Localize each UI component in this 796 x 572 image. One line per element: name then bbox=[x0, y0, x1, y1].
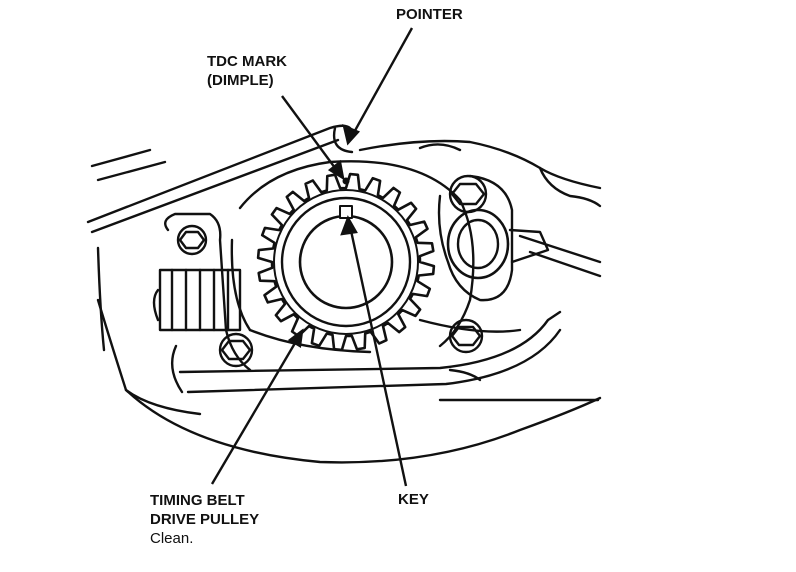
hoses bbox=[170, 234, 602, 394]
tdc-arrowhead bbox=[327, 159, 345, 181]
leader-pulley bbox=[210, 337, 300, 485]
leader-lines bbox=[210, 27, 414, 487]
label-tdc-mark: TDC MARK (DIMPLE) bbox=[207, 52, 287, 90]
crankshaft-key bbox=[339, 205, 353, 219]
label-pointer: POINTER bbox=[396, 6, 463, 23]
label-pulley-line1: TIMING BELT bbox=[150, 492, 245, 509]
label-timing-belt-drive-pulley: TIMING BELT DRIVE PULLEY Clean. bbox=[150, 491, 259, 548]
pulley-arrowhead bbox=[287, 328, 304, 348]
leader-pointer bbox=[350, 27, 414, 137]
crankshaft-hub bbox=[280, 196, 412, 328]
key-arrowhead bbox=[340, 215, 358, 236]
bolt-upper-left bbox=[176, 224, 208, 256]
label-key: KEY bbox=[398, 491, 429, 508]
bolt-lower-left bbox=[218, 332, 254, 368]
timing-belt-drive-pulley bbox=[256, 172, 436, 352]
label-pulley-line2: DRIVE PULLEY bbox=[150, 511, 260, 528]
left-bracket bbox=[152, 212, 254, 372]
pulley-root-circle bbox=[273, 189, 419, 335]
label-tdc-line2: (DIMPLE) bbox=[207, 72, 274, 89]
label-tdc-line1: TDC MARK bbox=[207, 53, 287, 70]
bolt-lower-right bbox=[448, 318, 484, 354]
leader-tdc-mark bbox=[281, 95, 339, 173]
label-pulley-note: Clean. bbox=[150, 530, 194, 547]
right-idler-mount bbox=[437, 174, 550, 354]
leader-key bbox=[348, 225, 408, 487]
lower-housing bbox=[96, 246, 602, 464]
pointer-arrowhead bbox=[342, 123, 361, 146]
pulley-teeth bbox=[256, 172, 436, 352]
idler-roller bbox=[446, 208, 510, 280]
